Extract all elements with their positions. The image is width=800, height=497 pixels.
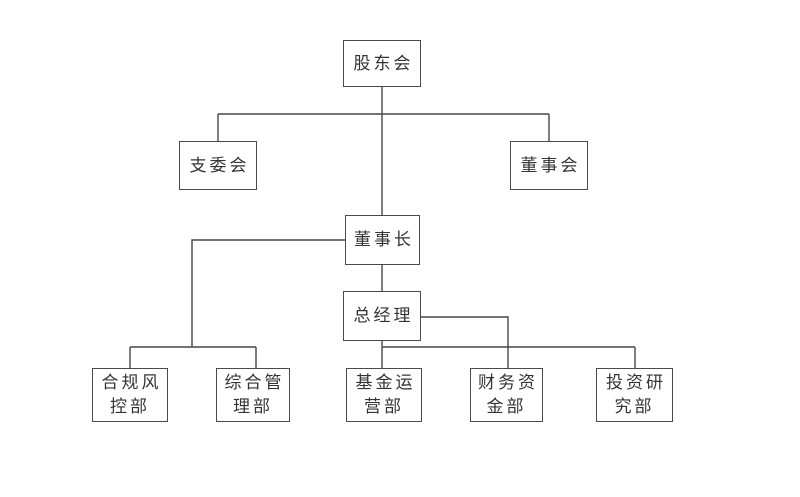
node-compliance-risk-dept-label: 合规风 控部 xyxy=(101,373,162,416)
node-investment-research-dept-label: 投资研 究部 xyxy=(606,373,666,416)
edge-gm-finance xyxy=(421,316,509,368)
node-general-manager: 总经理 xyxy=(343,291,421,341)
node-shareholders-meeting-label: 股东会 xyxy=(353,53,414,73)
edge-chairman-left-branch xyxy=(191,239,345,347)
node-finance-treasury-dept: 财务资 金部 xyxy=(470,368,543,422)
node-board-of-directors: 董事会 xyxy=(510,141,588,190)
node-shareholders-meeting: 股东会 xyxy=(343,40,421,87)
node-investment-research-dept: 投资研 究部 xyxy=(596,368,673,422)
node-general-manager-label: 总经理 xyxy=(353,306,414,325)
node-board-of-directors-label: 董事会 xyxy=(520,155,581,175)
node-general-admin-dept: 综合管 理部 xyxy=(216,368,290,422)
node-general-admin-dept-label: 综合管 理部 xyxy=(224,373,285,416)
node-finance-treasury-dept-label: 财务资 金部 xyxy=(478,373,538,416)
node-branch-committee-label: 支委会 xyxy=(189,155,250,175)
node-branch-committee: 支委会 xyxy=(179,141,257,190)
node-fund-operations-dept-label: 基金运 营部 xyxy=(355,373,416,416)
node-chairman: 董事长 xyxy=(345,215,420,265)
node-compliance-risk-dept: 合规风 控部 xyxy=(92,368,168,422)
node-fund-operations-dept: 基金运 营部 xyxy=(346,368,422,422)
node-chairman-label: 董事长 xyxy=(354,230,414,249)
